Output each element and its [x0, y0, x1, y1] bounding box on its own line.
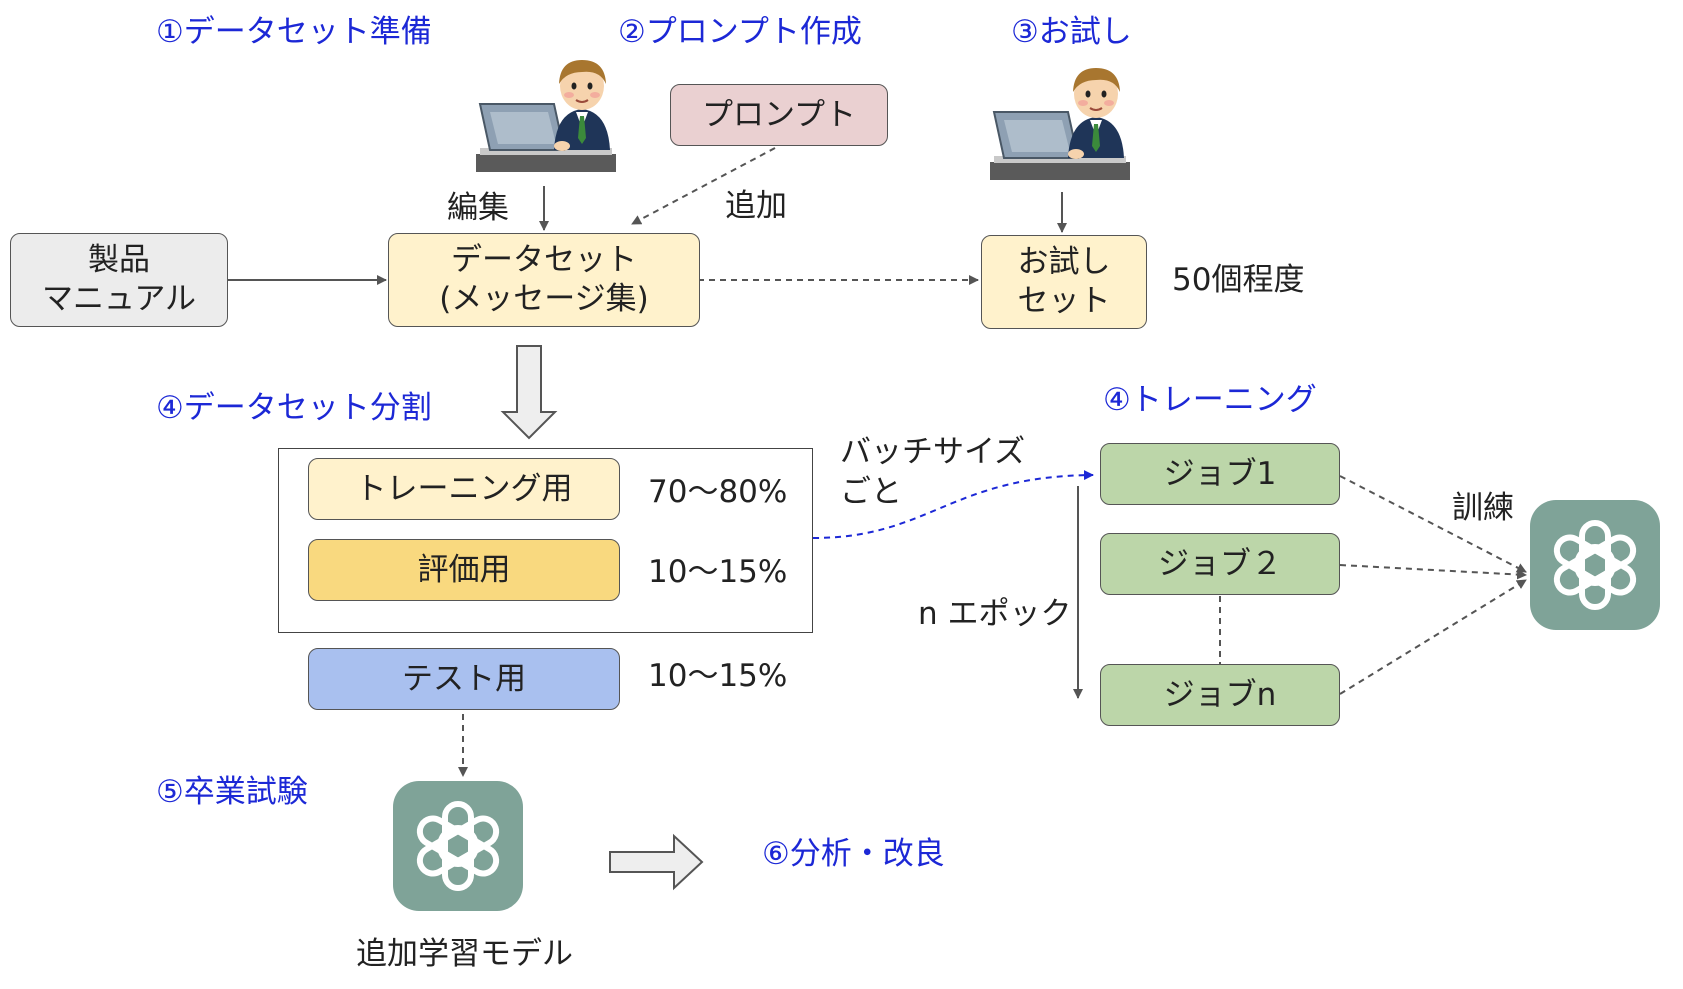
product-manual-line-1: 製品 — [88, 242, 150, 279]
product-manual-line-2: マニュアル — [41, 281, 197, 317]
dataset-line-1: データセット — [451, 242, 637, 279]
job-2-box: ジョブ２ — [1100, 533, 1340, 595]
person-at-laptop-icon — [989, 67, 1131, 181]
step-6-label: ⑥分析・改良 — [762, 836, 945, 872]
step-1-label: ①データセット準備 — [156, 14, 432, 50]
dataset-box: データセット (メッセージ集) — [388, 233, 700, 327]
openai-knot-logo-icon — [1530, 500, 1660, 630]
training-percent: 70〜80% — [648, 474, 788, 510]
arrow-add-prompt — [631, 147, 776, 225]
edit-label: 編集 — [447, 190, 509, 226]
arrow-job2-to-model — [1339, 564, 1527, 580]
epochs-label: n エポック — [918, 596, 1072, 632]
person-at-laptop-icon — [475, 59, 617, 173]
arrow-batch-to-job1 — [812, 470, 1094, 539]
eval-split-label: 評価用 — [417, 551, 511, 588]
job-1-box: ジョブ1 — [1100, 443, 1340, 505]
test-split-box: テスト用 — [308, 648, 620, 710]
training-label: 訓練 — [1452, 490, 1514, 526]
dataset-line-2: (メッセージ集) — [439, 281, 649, 317]
eval-percent: 10〜15% — [648, 554, 788, 590]
split-down-arrow — [500, 345, 558, 440]
trial-set-line-2: セット — [1017, 283, 1111, 319]
prompt-box: プロンプト — [670, 84, 888, 146]
arrow-jobn-to-model — [1339, 579, 1527, 695]
test-split-label: テスト用 — [402, 660, 526, 697]
prompt-label: プロンプト — [701, 96, 857, 133]
openai-knot-logo-icon — [393, 781, 523, 911]
training-split-label: トレーニング用 — [355, 470, 573, 507]
add-label: 追加 — [725, 188, 787, 224]
trial-set-box: お試し セット — [981, 235, 1147, 329]
per-batch-label-line-1: バッチサイズ — [840, 434, 1026, 470]
eval-split-box: 評価用 — [308, 539, 620, 601]
step-4-training-label: ④トレーニング — [1103, 382, 1317, 418]
step-2-label: ②プロンプト作成 — [618, 14, 862, 50]
arrow-job1-to-model — [1339, 475, 1527, 573]
training-split-box: トレーニング用 — [308, 458, 620, 520]
trial-set-line-1: お試し — [1017, 244, 1111, 281]
test-percent: 10〜15% — [648, 658, 788, 694]
trial-count-label: 50個程度 — [1172, 262, 1305, 298]
product-manual-box: 製品 マニュアル — [10, 233, 228, 327]
job-1-label: ジョブ1 — [1163, 455, 1277, 492]
job-2-label: ジョブ２ — [1158, 545, 1282, 582]
step-5-label: ⑤卒業試験 — [156, 774, 308, 810]
final-model-label: 追加学習モデル — [356, 936, 573, 972]
step-4-split-label: ④データセット分割 — [156, 390, 432, 426]
step-3-label: ③お試し — [1011, 14, 1132, 50]
per-batch-label-line-2: ごと — [840, 474, 902, 510]
job-n-box: ジョブn — [1100, 664, 1340, 726]
job-n-label: ジョブn — [1163, 676, 1277, 713]
analysis-right-arrow — [609, 833, 704, 891]
